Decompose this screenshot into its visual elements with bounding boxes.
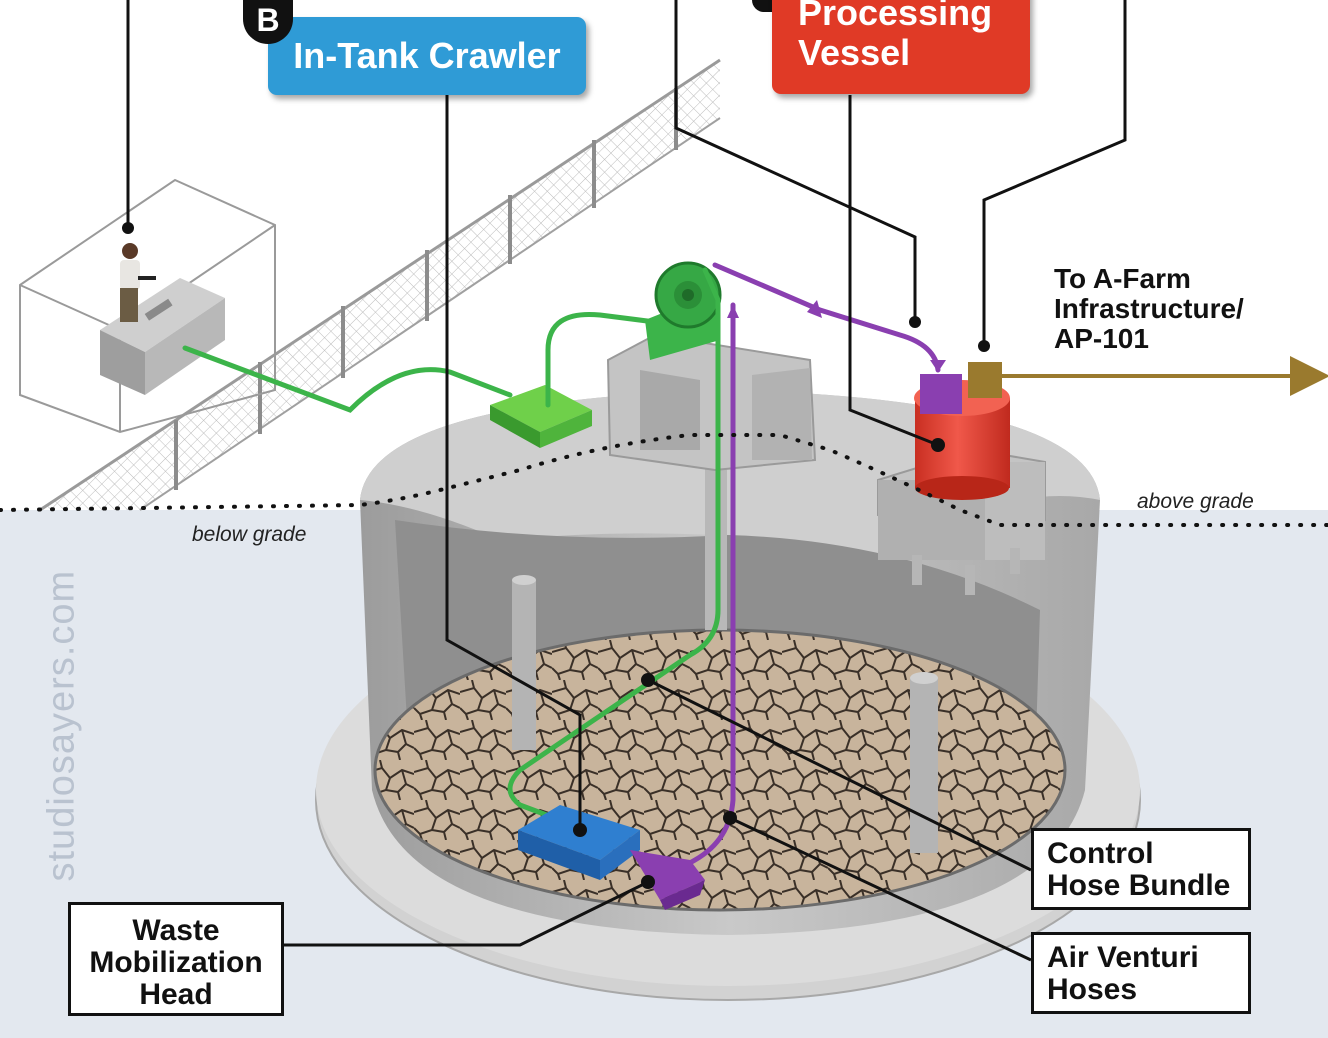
junction-box	[490, 385, 592, 448]
watermark: studiosayers.com	[40, 569, 83, 882]
operator-figure	[120, 243, 156, 322]
hose-pulley	[645, 261, 722, 360]
a-farm-label-line1: To A-Farm	[1054, 263, 1191, 294]
tank-columns	[512, 430, 938, 853]
waste-label-line3: Head	[139, 978, 213, 1011]
below-grade-label: below grade	[192, 523, 307, 546]
leader-lines	[126, 0, 1127, 962]
a-farm-label: To A-Farm Infrastructure/ AP-101	[1054, 264, 1244, 354]
a-farm-label-line2: Infrastructure/	[1054, 293, 1244, 324]
in-tank-crawler-callout: In-Tank Crawler	[268, 17, 586, 95]
processing-vessel-unit	[877, 362, 1046, 595]
control-label-line1: Control	[1047, 837, 1154, 870]
waste-label-line2: Mobilization	[89, 946, 263, 979]
above-grade-label: above grade	[1137, 490, 1254, 513]
leader-dots	[122, 222, 990, 889]
waste-mobilization-head-unit	[630, 850, 705, 910]
air-label-line2: Hoses	[1047, 973, 1138, 1006]
control-hose-bundle-label: Control Hose Bundle	[1031, 828, 1251, 910]
processing-vessel-label-line1: Processing	[798, 0, 993, 33]
in-tank-crawler-label: In-Tank Crawler	[293, 35, 561, 76]
waste-sludge-floor	[375, 630, 1065, 910]
processing-vessel-callout: Processing Vessel	[772, 0, 1030, 94]
waste-mobilization-head-label: Waste Mobilization Head	[68, 902, 284, 1016]
grade-line-left	[0, 433, 1328, 527]
a-farm-label-line3: AP-101	[1054, 323, 1149, 354]
riser-structure	[606, 333, 817, 472]
control-hose-route	[182, 267, 721, 823]
air-label-line1: Air Venturi	[1047, 941, 1199, 974]
waste-label-line1: Waste	[132, 914, 220, 947]
processing-vessel-label-line2: Vessel	[798, 32, 911, 73]
callout-badge-b: B	[243, 0, 293, 44]
air-venturi-hoses-label: Air Venturi Hoses	[1031, 932, 1251, 1014]
control-label-line2: Hose Bundle	[1047, 869, 1231, 902]
